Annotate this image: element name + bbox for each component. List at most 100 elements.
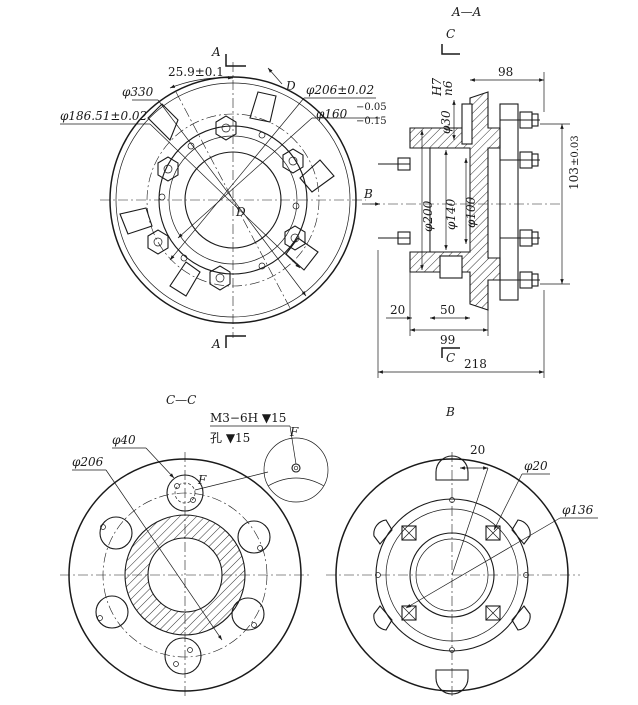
dim-20-label: 20 [390, 303, 405, 317]
cc-small-hole [173, 661, 179, 667]
dim-206-label: φ206±0.02 [306, 83, 374, 97]
dim-330-line [157, 99, 307, 297]
section-mark-c-bottom [441, 347, 460, 358]
front-tooth-segment [169, 261, 201, 297]
section-mark-c-top [441, 44, 460, 55]
front-bolt-head [282, 148, 304, 174]
section-mark-a-top [225, 54, 246, 67]
dim-103-tol: ±0.03 [570, 135, 581, 166]
cc-hatched-ring [124, 514, 246, 636]
cc-small-hole [257, 545, 263, 551]
b-pocket [511, 605, 531, 631]
dim-50-label: 50 [440, 303, 455, 317]
b-pocket [435, 455, 469, 481]
view-b: B [326, 405, 598, 698]
b-pocket [373, 519, 393, 545]
dim-b-136-line [405, 517, 561, 609]
front-small-stud [258, 262, 266, 270]
detail-f-note-link [289, 425, 297, 465]
aa-bolt [500, 271, 540, 289]
front-bolt-head [157, 156, 179, 182]
dim-b20-diag [451, 467, 489, 576]
section-mark-a-bottom [225, 335, 246, 348]
detail-f-callout [174, 482, 196, 504]
dim-n6-label: n6 [441, 80, 455, 96]
b-square-bolt [401, 525, 417, 541]
b-square-bolt [401, 605, 417, 621]
front-view: A A D D 25.9±0.1 φ330 φ186.51±0.02 φ206±… [60, 45, 387, 351]
dim-218-label: 218 [464, 357, 487, 371]
dim-206-cc-line [105, 469, 223, 641]
d-arrow-line [267, 67, 283, 85]
dim-30-label: φ30 [439, 110, 453, 134]
cut-letter-b-arrow: B [363, 187, 373, 201]
aa-bore [429, 147, 471, 253]
cc-small-hole [100, 524, 106, 530]
cut-letter-a-bottom: A [211, 337, 221, 351]
cut-letter-a-top: A [211, 45, 221, 59]
cut-letter-d-arrow: D [285, 79, 296, 93]
cc-pocket [237, 520, 271, 554]
dim-160-lower-dev: −0.15 [356, 116, 387, 127]
dim-103-label: 103 [567, 167, 581, 190]
front-tooth-segment [119, 207, 153, 235]
cut-letter-d-center: D [235, 205, 246, 219]
aa-bolt [500, 151, 540, 169]
cc-pocket [231, 597, 265, 631]
dim-140-label: φ140 [444, 198, 458, 230]
front-small-stud [258, 131, 266, 139]
cc-pocket [164, 637, 202, 675]
b-pocket [511, 519, 531, 545]
cc-small-hole [187, 647, 193, 653]
front-tooth-segment [147, 103, 179, 141]
dim-100-label: φ100 [464, 196, 478, 228]
aa-bolt [500, 111, 540, 129]
dim-b20-label: 20 [470, 443, 485, 457]
b-pocket [373, 605, 393, 631]
b-pocket [435, 669, 469, 695]
cc-pocket [99, 516, 133, 550]
dim-206-line [169, 97, 305, 261]
front-small-stud [292, 202, 300, 210]
dim-angle-arc [169, 75, 234, 89]
detail-f-link [194, 471, 269, 491]
cut-letter-c-bottom: C [446, 351, 455, 365]
front-bolt-head [284, 225, 306, 251]
dim-206-cc-label: φ206 [72, 455, 104, 469]
aa-flange-plate [499, 103, 519, 301]
aa-slot [439, 255, 463, 279]
front-bolt-head [209, 265, 231, 291]
front-small-stud [158, 193, 166, 201]
dim-40-line [145, 447, 175, 479]
dim-330-label: φ330 [122, 85, 154, 99]
dim-b-d20-line [493, 473, 523, 531]
dim-angle-label: 25.9±0.1 [168, 65, 224, 79]
cc-small-hole [97, 615, 103, 621]
cc-pocket [95, 595, 129, 629]
dim-40-label: φ40 [112, 433, 136, 447]
front-tooth-segment [249, 91, 277, 123]
dim-200-label: φ200 [421, 200, 435, 232]
dim-160-upper-dev: −0.05 [356, 102, 387, 113]
dim-98-label: 98 [498, 65, 513, 79]
section-title-b: B [445, 405, 455, 419]
front-bolt-head [147, 229, 169, 255]
section-title-cc: C—C [166, 393, 196, 407]
front-small-stud [187, 142, 195, 150]
cut-letter-c-top: C [446, 27, 455, 41]
cc-note-line1: M3−6H ▼15 [210, 411, 286, 425]
detail-f-hole-inner [293, 465, 299, 471]
dim-186-label: φ186.51±0.02 [60, 109, 147, 123]
section-view-aa: A—A C C B [362, 5, 581, 378]
aa-bolt [500, 229, 540, 247]
aa-slot [461, 103, 473, 145]
aa-left-stud-nut [397, 231, 411, 245]
cc-note-line2: 孔 ▼15 [210, 431, 250, 445]
aa-left-stud-nut [397, 157, 411, 171]
dim-160-line [177, 117, 313, 239]
b-square-bolt [485, 525, 501, 541]
cut-letter-f-callout: F [197, 473, 207, 487]
detail-f-hole [291, 463, 301, 473]
front-small-stud [180, 254, 188, 262]
